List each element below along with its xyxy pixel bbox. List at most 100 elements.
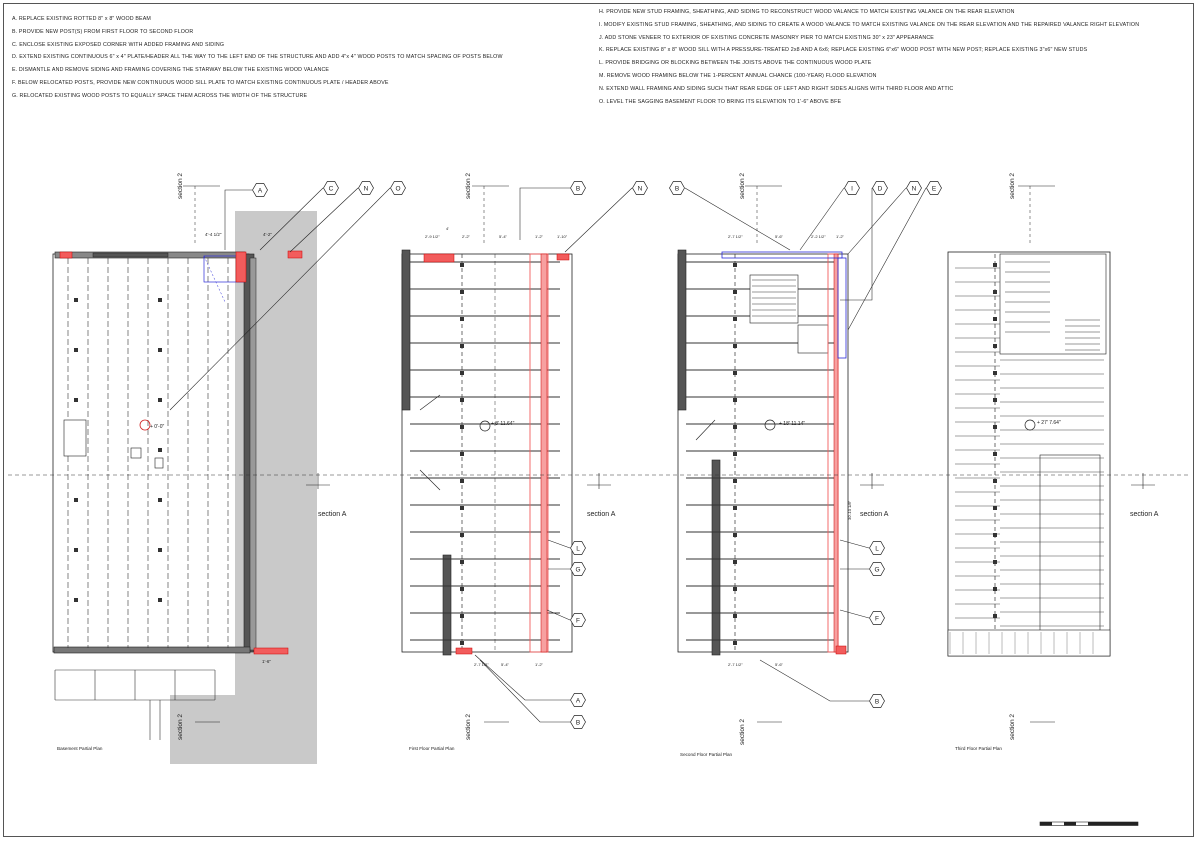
leader-line <box>684 187 791 251</box>
leader-line <box>224 189 252 250</box>
leader-line <box>847 187 927 331</box>
callout-letter: I <box>851 185 853 192</box>
third-room <box>1039 454 1101 656</box>
first-post <box>460 506 464 510</box>
first-outline <box>401 253 573 653</box>
second-post <box>733 371 737 375</box>
dim-second-1: 2'-7 1/2" <box>728 234 743 239</box>
callout-b-first-bottom: B <box>570 715 586 729</box>
first-left-wall <box>401 249 411 411</box>
basement-post <box>74 298 78 302</box>
callout-letter: N <box>912 185 917 192</box>
basement-post <box>158 548 162 552</box>
leader-line <box>289 187 359 253</box>
third-floor-partial-plan <box>947 251 1111 657</box>
basement-post <box>158 598 162 602</box>
dim-first-5: 1'-2" <box>535 234 544 239</box>
callout-n-second: N <box>906 181 922 195</box>
dim-basement-2: 4'-2" <box>263 232 272 237</box>
second-post <box>733 506 737 510</box>
callout-letter: B <box>576 185 580 192</box>
third-bottom-band <box>947 629 1111 657</box>
callout-c-basement: C <box>323 181 339 195</box>
note-b: B. PROVIDE NEW POST(S) FROM FIRST FLOOR … <box>12 28 194 35</box>
basement-pier <box>63 419 87 457</box>
leader-line <box>479 659 570 723</box>
second-left-wall-lower <box>711 459 721 656</box>
first-left-wall-lower <box>442 554 452 656</box>
section-2-top-basement: section 2 <box>177 173 184 199</box>
door-swing <box>695 419 716 441</box>
basement-post <box>158 298 162 302</box>
general-notes-right: H. PROVIDE NEW STUD FRAMING, SHEATHING, … <box>599 6 1139 108</box>
dim-first-3: 4' <box>446 226 449 231</box>
third-post <box>993 371 997 375</box>
callout-hexagon <box>869 694 885 708</box>
callout-l-second: L <box>869 541 885 555</box>
highlight-corner-enclosure <box>235 251 247 283</box>
second-post <box>733 614 737 618</box>
section-2-top-second: section 2 <box>739 173 746 199</box>
third-post <box>993 398 997 402</box>
note-g: G. RELOCATED EXISTING WOOD POSTS TO EQUA… <box>12 92 308 99</box>
leader-line <box>799 187 845 251</box>
door-swing <box>419 394 441 411</box>
callout-d-second: D <box>872 181 888 195</box>
third-post <box>993 506 997 510</box>
callout-i-second: I <box>844 181 860 195</box>
plan-title-basement: Basement Partial Plan <box>57 746 103 751</box>
basement-post <box>158 348 162 352</box>
third-post <box>993 614 997 618</box>
basement-post <box>74 548 78 552</box>
callout-letter: B <box>576 719 580 726</box>
note-f: F. BELOW RELOCATED POSTS, PROVIDE NEW CO… <box>12 79 389 86</box>
section-a-label-1: section A <box>318 511 347 518</box>
second-post <box>733 425 737 429</box>
first-post <box>460 479 464 483</box>
first-highlight-bottom <box>455 647 473 655</box>
dim-first-4: 5'-4" <box>499 234 508 239</box>
section-markers <box>8 185 1190 723</box>
first-post <box>460 533 464 537</box>
first-post <box>460 425 464 429</box>
third-post <box>993 425 997 429</box>
second-post <box>733 452 737 456</box>
callout-hexagon <box>906 181 922 195</box>
leader-line <box>546 609 571 621</box>
first-post <box>460 398 464 402</box>
basement-post <box>74 498 78 502</box>
note-o: O. LEVEL THE SAGGING BASEMENT FLOOR TO B… <box>599 98 842 105</box>
elevation-third: + 27' 7.64" <box>1037 420 1061 426</box>
section-2-bottom-second: section 2 <box>739 719 746 745</box>
callout-letter: C <box>329 185 334 192</box>
callout-letter: L <box>576 545 580 552</box>
shaded-site-area-lower <box>170 695 317 764</box>
callout-g-first: G <box>570 562 586 576</box>
dim-basement-1: 4'-4 1/2" <box>205 232 222 237</box>
callout-hexagon <box>872 181 888 195</box>
second-stair-landing <box>797 324 829 354</box>
callout-n-basement: N <box>358 181 374 195</box>
second-outline <box>677 253 849 653</box>
note-e: E. DISMANTLE AND REMOVE SIDING AND FRAMI… <box>12 67 330 74</box>
third-post <box>993 317 997 321</box>
callout-letter: F <box>576 617 580 624</box>
callout-hexagon <box>570 693 586 707</box>
dim-first-6: 1'-10" <box>557 234 568 239</box>
third-post <box>993 587 997 591</box>
section-a-label-4: section A <box>1130 511 1159 518</box>
elevation-second: + 18' 11.14" <box>779 421 805 427</box>
graphic-scale-bar <box>1039 821 1139 826</box>
door-swing <box>419 469 441 491</box>
third-post <box>993 560 997 564</box>
third-post <box>993 479 997 483</box>
note-j: J. ADD STONE VENEER TO EXTERIOR OF EXIST… <box>599 34 934 41</box>
callout-letter: D <box>878 185 883 192</box>
callout-e-second: E <box>926 181 942 195</box>
drawing-sheet-border <box>3 3 1194 837</box>
basement-pier-small <box>154 457 164 469</box>
callout-letter: B <box>875 698 879 705</box>
section-2-top-first: section 2 <box>465 173 472 199</box>
